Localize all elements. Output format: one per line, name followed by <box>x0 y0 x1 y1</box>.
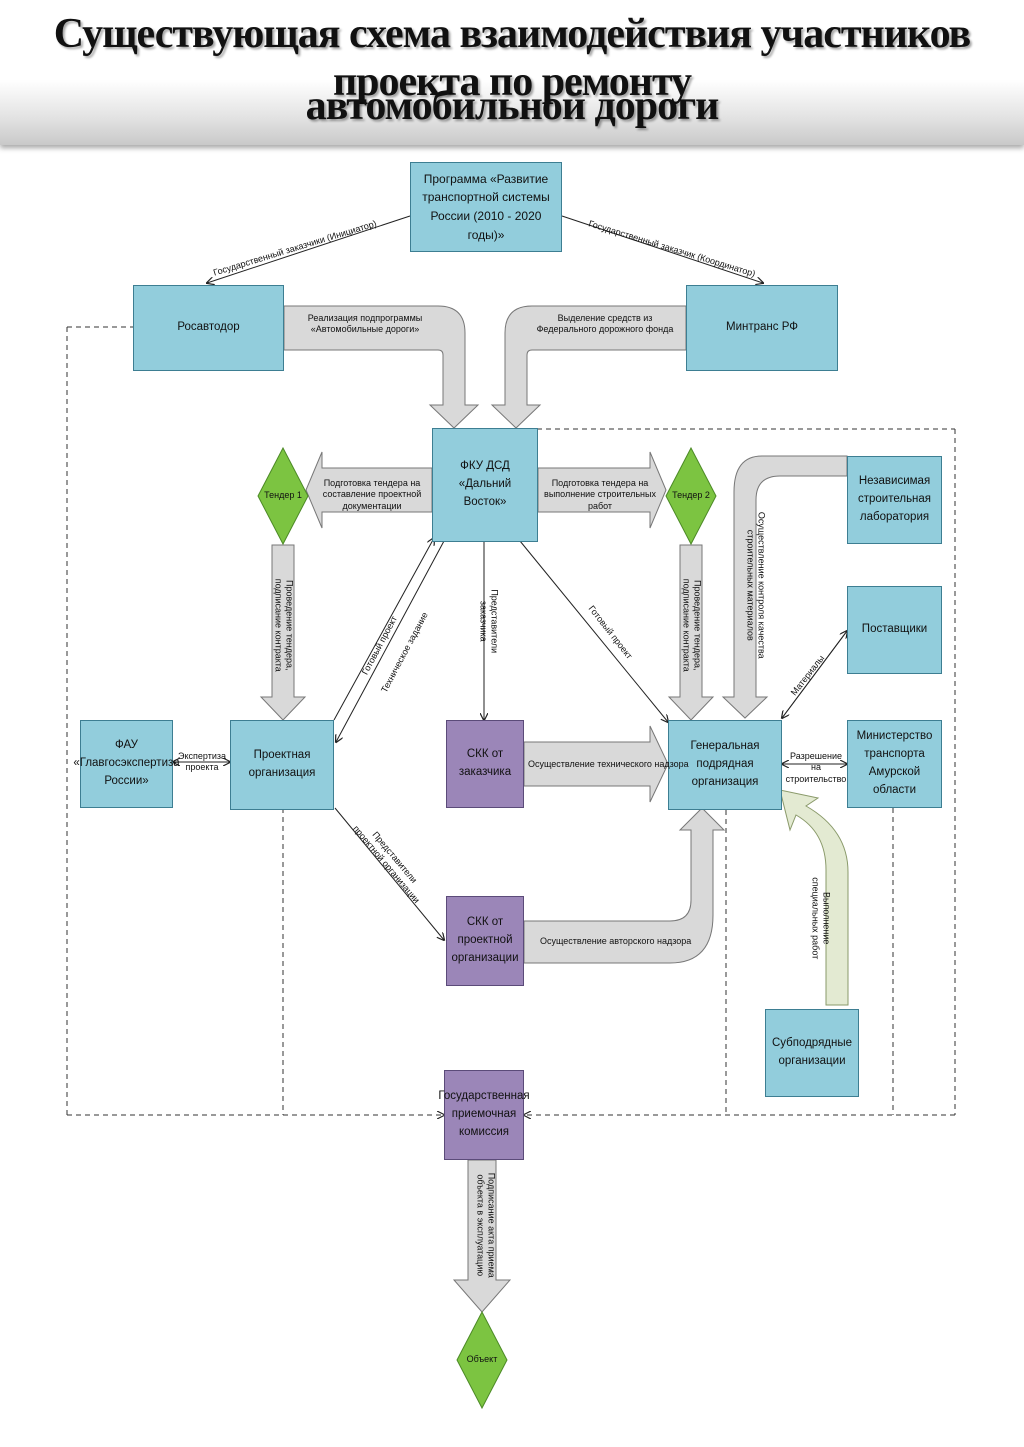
arrow-skk-customer-to-contractor <box>523 725 669 803</box>
arrow-fku-to-tender1 <box>305 451 433 529</box>
arrow-lab-to-contractor <box>721 455 848 719</box>
funds-allocation-label: Выделение средств из Федерального дорожн… <box>536 313 674 335</box>
tender-contract-2-label: Проведение тендера, подписание контракта <box>681 578 703 672</box>
act-signing-label: Подписание акта приема объекта в эксплуа… <box>475 1172 497 1278</box>
subprogram-impl-label: Реализация подпрограммы «Автомобильные д… <box>307 313 423 335</box>
tender-works-prep-label: Подготовка тендера на выполнение строите… <box>544 478 656 511</box>
arrow-tender2-to-contractor <box>667 544 715 721</box>
title-banner: Существующая схема взаимодействия участн… <box>0 0 1024 145</box>
title-line-2: автомобильной дороги <box>305 83 720 129</box>
author-supervision-label: Осуществление авторского надзора <box>540 936 692 946</box>
object-label: Объект <box>466 1354 498 1364</box>
tender-1-label: Тендер 1 <box>264 490 302 500</box>
diamonds <box>257 446 717 1410</box>
arrow-rosavtodor-to-fku <box>283 305 480 429</box>
construction-permit-label: Разрешение на строительство <box>785 751 847 784</box>
dashed-connectors <box>66 326 956 1115</box>
quality-control-label: Осуществление контроля качества строител… <box>745 511 767 659</box>
tender-1-diamond <box>257 446 309 546</box>
fku-box: ФКУ ДСД «Дальний Восток» <box>432 428 538 542</box>
general-contractor-box: Генеральная подрядная организация <box>668 720 782 810</box>
fau-box: ФАУ «Главгосэкспертиза России» <box>73 720 180 808</box>
skk-customer-box: СКК от заказчика <box>446 720 524 808</box>
independent-lab-box: Независимая строительная лаборатория <box>847 456 942 544</box>
arrow-mintrans-to-fku <box>490 305 687 429</box>
design-org-box: Проектная организация <box>230 720 334 810</box>
special-works-label: Выполнение специальных работ <box>810 877 832 960</box>
mintrans-box: Минтранс РФ <box>686 285 838 371</box>
arrow-subcontractors-to-contractor <box>779 789 849 1006</box>
suppliers-box: Поставщики <box>847 586 942 674</box>
arrow-tender1-to-design <box>259 544 307 721</box>
commission-box: Государственная приемочная комиссия <box>438 1070 530 1160</box>
subcontractors-box: Субподрядные организации <box>765 1009 859 1097</box>
tender-contract-1-label: Проведение тендера, подписание контракта <box>273 578 295 672</box>
ministry-amur-box: Министерство транспорта Амурской области <box>847 720 942 808</box>
rosavtodor-box: Росавтодор <box>133 285 284 371</box>
title-line-1: Существующая схема взаимодействия участн… <box>53 11 971 105</box>
thin-arrows <box>173 215 847 940</box>
arrow-commission-to-object <box>452 1159 512 1313</box>
arrow-skk-design-to-contractor <box>523 807 726 964</box>
block-arrows <box>259 305 848 1313</box>
program-box: Программа «Развитие транспортной системы… <box>410 162 562 252</box>
tender-2-diamond <box>665 446 717 546</box>
tender-2-label: Тендер 2 <box>672 490 710 500</box>
customer-reps-label: Представители заказчика <box>478 589 500 654</box>
tech-supervision-label: Осуществление технического надзора <box>528 759 689 769</box>
object-diamond <box>456 1310 508 1410</box>
expertise-label: Экспертиза проекта <box>178 751 226 773</box>
skk-design-box: СКК от проектной организации <box>446 896 524 986</box>
tender-design-prep-label: Подготовка тендера на составление проект… <box>322 478 422 511</box>
arrow-fku-to-tender2 <box>537 451 667 529</box>
